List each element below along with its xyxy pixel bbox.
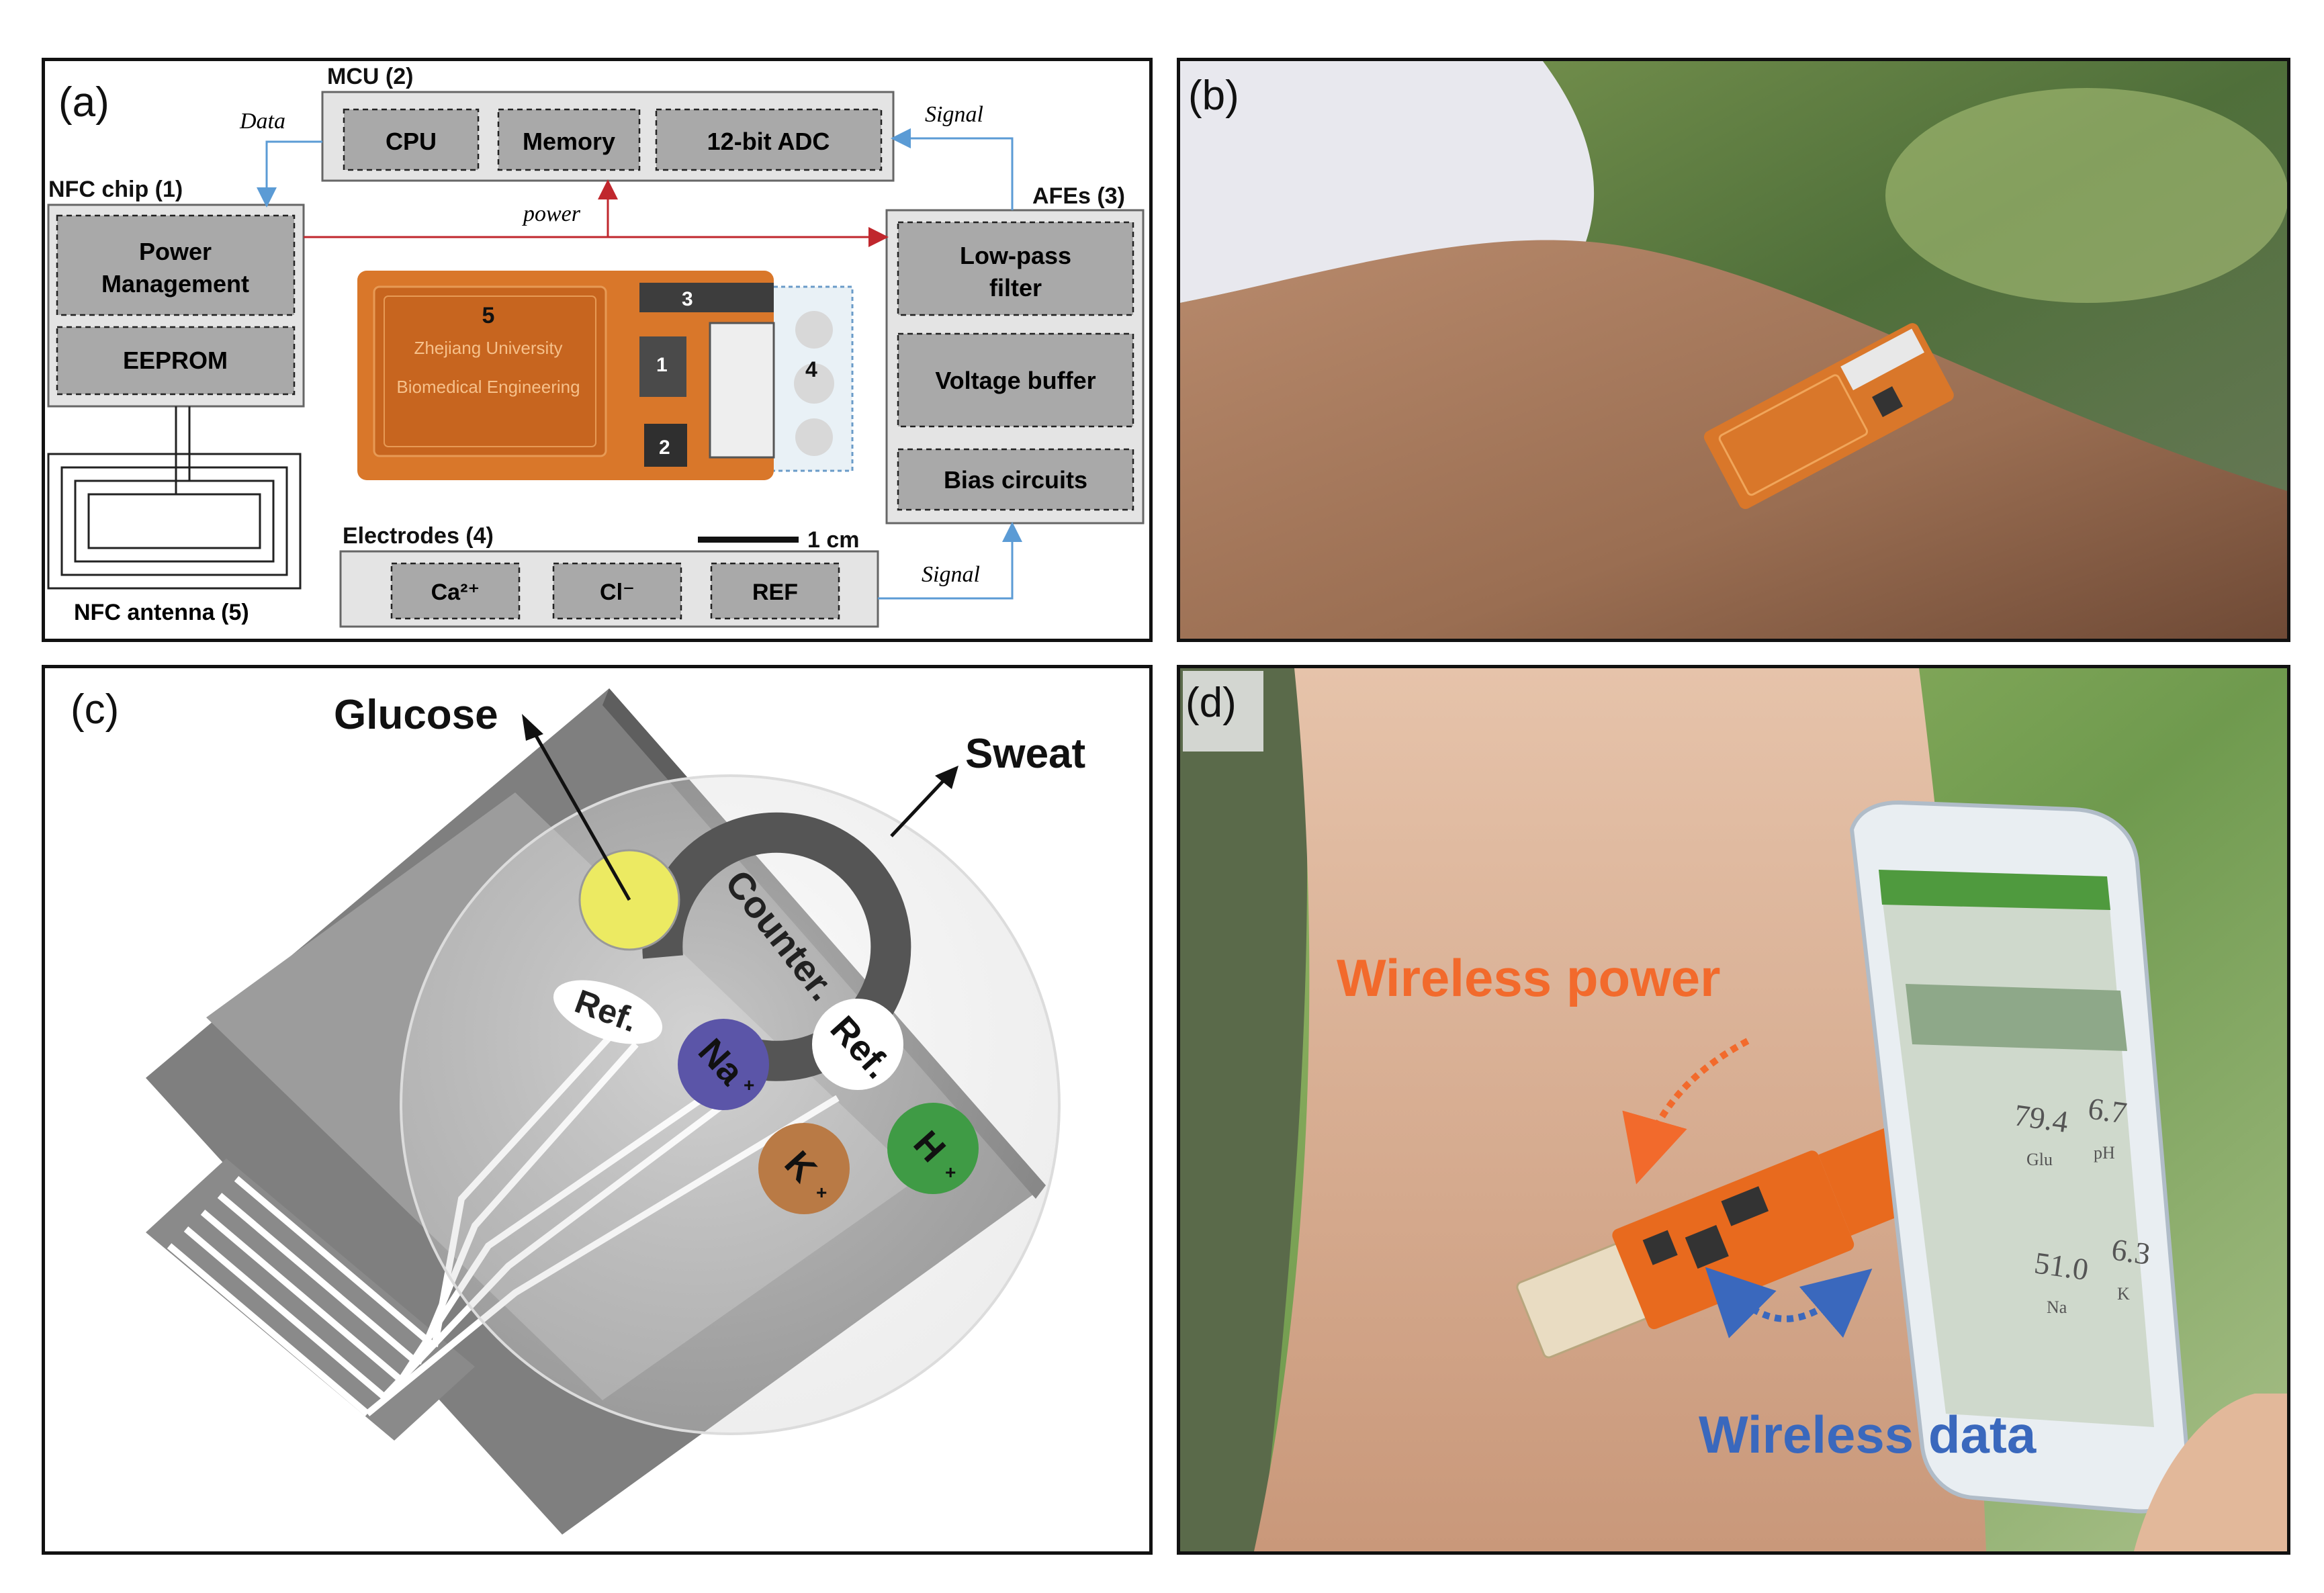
lowpass-block: [897, 221, 1134, 316]
board-label-1: 1: [656, 354, 668, 376]
wireless-power-arrow: [1622, 1038, 1750, 1185]
sleeve: [1180, 668, 1308, 1551]
glucose-label: Glucose: [334, 692, 498, 738]
hand: [2134, 1394, 2287, 1551]
phone-unit-ph: pH: [2094, 1143, 2115, 1163]
afes-title: AFEs (3): [1032, 183, 1125, 209]
antenna-label: NFC antenna (5): [74, 600, 249, 625]
mcu-title: MCU (2): [327, 64, 413, 89]
signal-top-label: Signal: [925, 102, 983, 127]
bias-block: [897, 448, 1134, 511]
na-electrode: [678, 1019, 769, 1110]
lowpass-label-line1: Low-pass: [960, 242, 1071, 269]
memory-block: [497, 108, 641, 171]
cpu-block: [343, 108, 480, 171]
block-diagram: (a) MCU (2) CPU Memory 12-bit ADC NFC ch…: [47, 64, 1145, 628]
scale-label: 1 cm: [807, 527, 860, 553]
phone-value-k: 6.3: [2110, 1232, 2153, 1271]
panel-d-photo-smartphone: 79.4 Glu 6.7 pH 51.0 Na 6.3 K Wireless p…: [1177, 665, 2290, 1555]
data-arrow: [257, 140, 322, 208]
power-label-line2: Management: [101, 270, 249, 298]
phone-value-glu: 79.4: [2012, 1097, 2071, 1139]
panel-letter: (b): [1188, 73, 1239, 119]
signal-arrow-top: [891, 128, 1014, 210]
nfc-antenna-coil: [47, 406, 302, 590]
glucose-arrow: [530, 727, 631, 901]
k-electrode: [758, 1123, 850, 1214]
arm-photo: (b): [1180, 61, 2287, 639]
phone-unit-k: K: [2117, 1284, 2130, 1304]
phone-unit-glu: Glu: [2026, 1150, 2053, 1169]
panel-b-photo-arm: (b): [1177, 58, 2290, 642]
ca-block: [390, 562, 521, 620]
sweat-label: Sweat: [965, 731, 1085, 777]
voltage-buffer-block: [897, 332, 1134, 428]
phone-unit-na: Na: [2047, 1298, 2067, 1317]
data-arrow-label: Data: [239, 109, 285, 134]
wireless-data-arrow: [1705, 1267, 1873, 1338]
wireless-data-label: Wireless data: [1699, 1405, 2037, 1464]
cpu-label: CPU: [386, 128, 437, 155]
adc-label: 12-bit ADC: [707, 128, 830, 155]
pcb-board-photo: [357, 271, 854, 543]
ref-block: [710, 562, 840, 620]
ref-label: REF: [752, 580, 798, 605]
cl-block: [552, 562, 682, 620]
nfc-chip-title: NFC chip (1): [48, 177, 183, 202]
panel-letter: (d): [1186, 680, 1237, 726]
board-university: Zhejiang University: [414, 338, 562, 358]
scale-bar: [698, 537, 799, 543]
cl-label: Cl⁻: [600, 580, 635, 605]
adc-block: [655, 108, 883, 171]
smartphone: [1849, 800, 2190, 1514]
k-plus: +: [816, 1182, 827, 1203]
board-label-5: 5: [482, 303, 495, 328]
panel-letter: (c): [71, 686, 119, 733]
phone-value-ph: 6.7: [2086, 1091, 2129, 1130]
power-management-block: [56, 214, 296, 316]
panel-letter: (a): [58, 79, 109, 126]
signal-arrow-bottom: [878, 522, 1022, 600]
na-plus: +: [744, 1075, 754, 1095]
signal-bottom-label: Signal: [922, 562, 980, 587]
board-label-3: 3: [682, 288, 693, 310]
sleeve: [1180, 61, 1595, 303]
ref-electrode-1: [553, 980, 663, 1044]
panel-a-block-diagram: (a) MCU (2) CPU Memory 12-bit ADC NFC ch…: [42, 58, 1153, 642]
power-arrow-label: power: [522, 201, 581, 226]
eeprom-block: [56, 326, 296, 396]
sweat-arrow: [890, 778, 946, 837]
memory-label: Memory: [523, 128, 615, 155]
h-electrode: [887, 1103, 979, 1194]
voltage-buffer-label: Voltage buffer: [935, 367, 1096, 394]
board-department: Biomedical Engineering: [396, 377, 580, 397]
power-label-line1: Power: [139, 238, 212, 265]
h-plus: +: [945, 1162, 956, 1183]
sensor-schematic: (c) Counter. Ref. Na: [71, 686, 1085, 1535]
board-label-4: 4: [805, 357, 817, 381]
electrodes-title: Electrodes (4): [343, 523, 494, 549]
phone-value-na: 51.0: [2032, 1245, 2091, 1287]
bias-label: Bias circuits: [944, 466, 1087, 494]
wireless-power-label: Wireless power: [1337, 948, 1721, 1007]
board-label-2: 2: [659, 437, 670, 459]
smartphone-photo: 79.4 Glu 6.7 pH 51.0 Na 6.3 K Wireless p…: [1180, 668, 2287, 1551]
panel-c-sensor-schematic: (c) Counter. Ref. Na: [42, 665, 1153, 1555]
ref-electrode-2: [812, 999, 903, 1090]
eeprom-label: EEPROM: [123, 347, 228, 374]
lowpass-label-line2: filter: [989, 274, 1042, 302]
patch-device: [1703, 323, 1954, 509]
ca-label: Ca²⁺: [431, 580, 480, 605]
